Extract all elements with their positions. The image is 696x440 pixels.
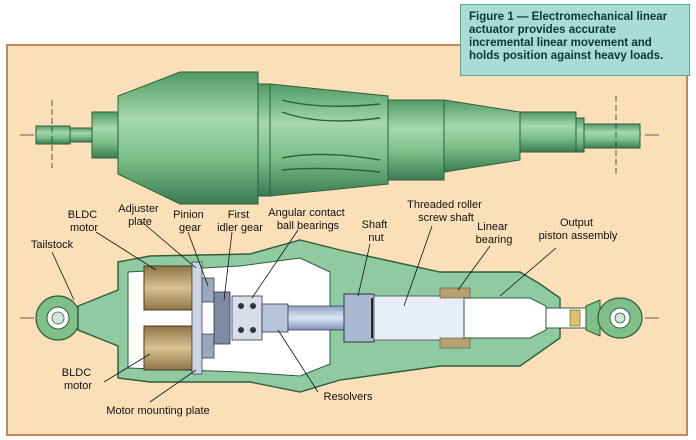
- piston-tube: [373, 295, 465, 341]
- tailstock-ring: [91, 111, 119, 159]
- left-clevis: [35, 125, 71, 145]
- shaft-nut-part: [343, 293, 375, 343]
- leader-nut: [357, 243, 371, 297]
- linear-bearing-part: [439, 287, 471, 299]
- leader-bldc-top: [95, 231, 157, 271]
- motor-mounting-plate-part: [191, 261, 203, 375]
- idler-gear-part: [213, 291, 231, 345]
- figure-caption: Figure 1 — Electromechanical linear actu…: [460, 4, 690, 76]
- leader-piston: [499, 247, 557, 297]
- leader-tailstock: [51, 251, 75, 301]
- leader-bldc-bottom: [103, 353, 151, 383]
- right-neck: [585, 299, 601, 337]
- leader-linear-bearing: [457, 245, 491, 291]
- housing-fins: [281, 99, 381, 173]
- output-piston-part: [463, 297, 547, 339]
- label-threaded-roller-screw: Threaded roller screw shaft: [407, 199, 485, 224]
- ball-bearing-stack: [231, 295, 263, 341]
- callout-labels: BLDC motor Adjuster plate Pinion gear Fi…: [31, 199, 618, 417]
- label-output-piston-assembly: Output piston assembly: [539, 217, 618, 242]
- label-resolvers: Resolvers: [324, 391, 373, 403]
- leader-lines: [51, 221, 557, 403]
- ball: [250, 327, 256, 333]
- label-angular-contact-bearings: Angular contact ball bearings: [268, 207, 348, 232]
- linear-bearing-part-lower: [439, 337, 471, 349]
- ball: [238, 327, 244, 333]
- leader-pinion: [187, 231, 209, 287]
- ball: [238, 303, 244, 309]
- ball: [250, 303, 256, 309]
- leader-bearings: [251, 229, 299, 299]
- right-eye-pin: [614, 312, 626, 324]
- leader-adjuster: [141, 221, 197, 269]
- bldc-motor-upper: [143, 265, 193, 311]
- left-neck: [69, 127, 93, 143]
- label-tailstock: Tailstock: [31, 239, 74, 251]
- right-clevis: [583, 123, 641, 149]
- rod-end-insert: [569, 309, 581, 327]
- actuator-section-view: [20, 239, 660, 393]
- output-rod: [519, 111, 577, 153]
- housing-flange: [257, 83, 271, 197]
- bldc-motor-lower: [143, 325, 193, 371]
- lower-pinion-part: [201, 333, 215, 359]
- label-bldc-motor-bottom: BLDC motor: [62, 367, 94, 392]
- label-motor-mounting-plate: Motor mounting plate: [106, 405, 209, 417]
- label-shaft-nut: Shaft nut: [362, 219, 391, 244]
- gear-housing: [269, 83, 389, 197]
- leader-screw: [403, 225, 433, 307]
- resolver-part: [261, 303, 289, 333]
- label-linear-bearing: Linear bearing: [476, 221, 513, 246]
- leader-mounting-plate: [149, 369, 197, 403]
- pinion-gear-part: [201, 277, 215, 303]
- label-bldc-motor-top: BLDC motor: [68, 209, 100, 234]
- leader-idler: [223, 231, 233, 301]
- label-adjuster-plate: Adjuster plate: [118, 203, 161, 228]
- left-eye-pin: [51, 311, 65, 325]
- nose-taper: [443, 99, 521, 173]
- rod-collar: [575, 117, 585, 153]
- label-pinion-gear: Pinion gear: [173, 209, 207, 234]
- label-first-idler-gear: First idler gear: [217, 209, 263, 234]
- screw-housing: [387, 99, 445, 181]
- motor-housing: [117, 71, 259, 205]
- actuator-exterior-view: [20, 71, 660, 205]
- leader-resolvers: [277, 329, 319, 393]
